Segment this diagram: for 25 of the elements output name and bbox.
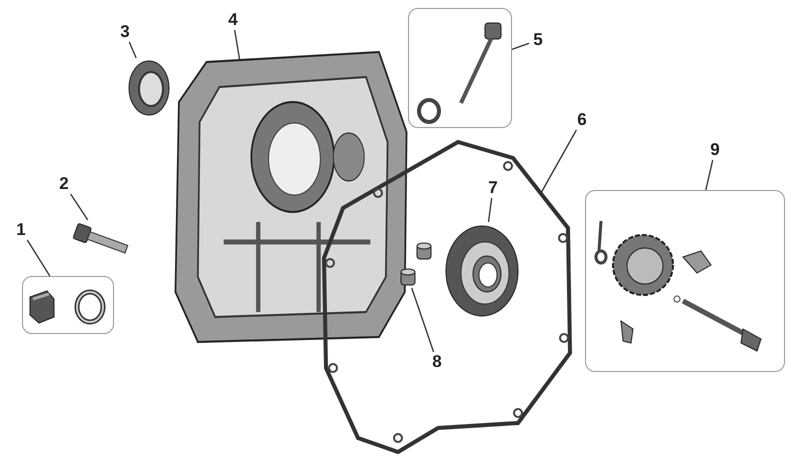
leader-line [411, 288, 434, 352]
leader-line [70, 194, 88, 220]
o-ring-drawing [415, 97, 443, 125]
leader-line [26, 240, 50, 276]
callout-number: 7 [484, 178, 502, 198]
dowel-pin-drawing [414, 240, 434, 262]
callout-number: 1 [12, 220, 30, 240]
callout-number: 3 [116, 22, 134, 42]
leader-line [705, 160, 714, 190]
washer-drawing [73, 289, 107, 325]
callout-number: 2 [55, 174, 73, 194]
callout-number: 9 [706, 140, 724, 160]
oil-seal-drawing [126, 58, 172, 118]
leader-line [128, 42, 137, 58]
callout-number: 5 [529, 30, 547, 50]
leader-line [488, 198, 492, 222]
callout-number: 6 [573, 110, 591, 130]
group-frame [408, 8, 512, 128]
dowel-pin-drawing [398, 266, 418, 288]
callout-number: 8 [428, 352, 446, 372]
leader-line [512, 42, 530, 50]
group-frame [585, 190, 785, 372]
group-frame [22, 276, 114, 334]
leader-line [540, 130, 577, 194]
callout-number: 4 [224, 10, 242, 30]
